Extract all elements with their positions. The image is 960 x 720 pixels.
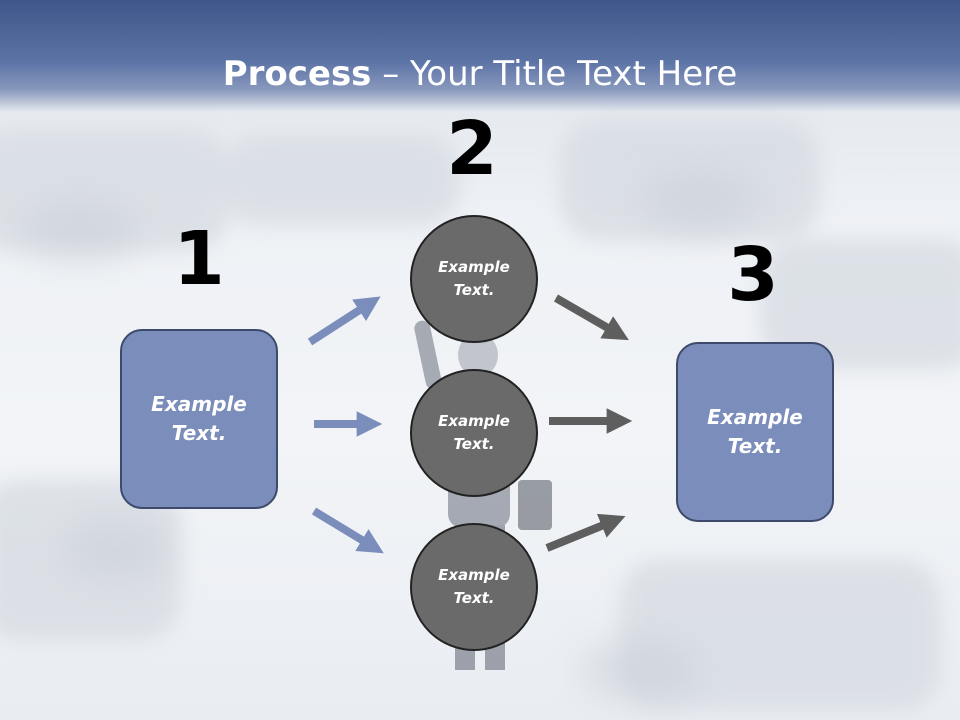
background-shadow (580, 640, 700, 700)
arrow-2-bottom-to-3 (545, 513, 626, 552)
arrow-1-to-2-top (307, 296, 381, 346)
step-2-circle-middle: Example Text. (410, 369, 538, 497)
slide-title: Process – Your Title Text Here (0, 52, 960, 96)
step-2-circle-bottom: Example Text. (410, 523, 538, 651)
step-1-box: Example Text. (120, 329, 278, 509)
step-number-2: 2 (446, 106, 498, 192)
background-shadow (60, 520, 170, 580)
step-1-text: Example Text. (151, 392, 247, 445)
step-number-1: 1 (173, 216, 225, 302)
background-puzzle-piece (220, 135, 460, 225)
step-3-text: Example Text. (707, 405, 803, 458)
arrow-2-top-to-3 (553, 294, 629, 341)
step-number-3: 3 (727, 232, 779, 318)
background-shadow (640, 170, 760, 230)
header-band (0, 0, 960, 112)
step-3-box: Example Text. (676, 342, 834, 522)
step-2-circle-bottom-text: Example Text. (438, 566, 510, 607)
step-2-circle-top-text: Example Text. (438, 258, 510, 299)
step-2-circle-top: Example Text. (410, 215, 538, 343)
background-shadow (20, 200, 140, 260)
title-bold: Process (222, 54, 372, 94)
arrow-1-to-2-bottom (311, 507, 384, 554)
title-rest: – Your Title Text Here (371, 54, 738, 94)
step-2-circle-middle-text: Example Text. (438, 412, 510, 453)
